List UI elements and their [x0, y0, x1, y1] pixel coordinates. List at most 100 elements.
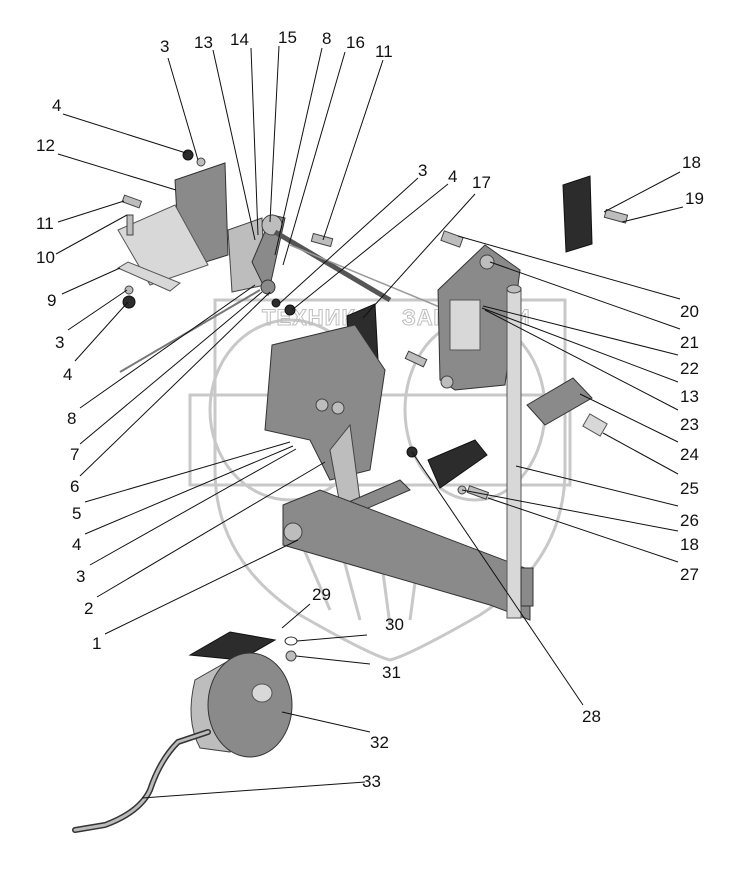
leader-line-13	[481, 307, 679, 383]
leader-line-22	[482, 305, 679, 356]
callout-label-19: 19	[685, 189, 704, 208]
leader-line-6	[79, 291, 271, 477]
leader-line-28	[411, 451, 584, 706]
part-32-winch-drum	[207, 652, 293, 758]
leader-line-12	[57, 153, 177, 191]
part-3-washer-b	[124, 285, 134, 295]
leader-line-5	[84, 441, 291, 503]
leader-line-19	[621, 206, 684, 223]
callout-label-29: 29	[312, 585, 331, 604]
callout-label-30: 30	[385, 615, 404, 634]
part-4-nut-b	[122, 295, 136, 309]
part-1-end-cap	[283, 522, 303, 542]
part-11-bolt	[121, 194, 143, 209]
leader-line-29	[281, 603, 311, 629]
leader-line-8	[274, 47, 323, 256]
leader-line-3	[279, 177, 419, 304]
callout-label-9: 9	[47, 291, 56, 310]
part-9-strip	[116, 261, 181, 292]
callout-label-22: 22	[680, 359, 699, 378]
callout-label-8: 8	[322, 29, 331, 48]
part-32-winch-mount	[188, 631, 277, 661]
callout-label-8: 8	[67, 409, 76, 428]
callout-label-4: 4	[448, 167, 457, 186]
watermark-wheat	[298, 539, 422, 626]
callout-label-2: 2	[84, 599, 93, 618]
callout-label-4: 4	[72, 535, 81, 554]
leader-line-17	[362, 193, 476, 319]
callout-label-3: 3	[160, 37, 169, 56]
part-27-bolt	[466, 485, 490, 500]
leader-line-23	[484, 309, 679, 411]
callout-label-11: 11	[375, 42, 393, 61]
part-21-window	[449, 299, 481, 351]
leader-line-8	[79, 284, 256, 409]
leader-line-30	[296, 634, 368, 642]
parts	[72, 149, 629, 833]
callout-label-13: 13	[194, 33, 213, 52]
callout-label-25: 25	[680, 479, 699, 498]
leader-line-20	[457, 235, 681, 300]
part-21-bushing	[479, 254, 495, 270]
leader-line-14	[250, 47, 259, 236]
callout-label-11: 11	[36, 214, 54, 233]
part-10-bolt	[126, 214, 134, 236]
callout-label-18: 18	[682, 153, 701, 172]
callout-label-27: 27	[680, 565, 699, 584]
part-21-bushing-b	[440, 375, 454, 389]
leader-line-4	[62, 113, 187, 154]
part-19-bolt	[603, 208, 629, 224]
leader-line-3	[167, 57, 199, 161]
callout-label-4: 4	[63, 365, 72, 384]
callout-label-32: 32	[370, 733, 389, 752]
leader-line-11	[57, 200, 125, 223]
part-3-washer-c	[271, 298, 281, 308]
leader-line-26	[515, 465, 679, 507]
leader-line-4	[84, 445, 294, 535]
callout-label-20: 20	[680, 302, 699, 321]
callout-label-12: 12	[36, 136, 55, 155]
part-4-nut	[182, 149, 194, 161]
leader-line-10	[55, 214, 128, 255]
leader-line-3	[67, 289, 128, 331]
callout-label-13: 13	[680, 387, 699, 406]
part-11-bolt-b	[310, 232, 334, 248]
callout-label-17: 17	[472, 173, 491, 192]
part-33-crank-handle	[72, 729, 211, 833]
leader-line-1	[104, 539, 299, 635]
part-26-clamp	[520, 567, 534, 607]
leader-line-2	[96, 461, 326, 598]
part-27-block	[427, 439, 488, 489]
callout-label-15: 15	[278, 28, 297, 47]
part-31-nut	[285, 650, 297, 662]
leader-line-3	[89, 448, 297, 566]
part-bolt-center	[404, 350, 428, 368]
part-26-post	[506, 287, 522, 619]
leader-line-32	[281, 711, 371, 733]
leader-line-13	[212, 49, 256, 241]
leader-line-7	[79, 291, 263, 445]
leader-line-4	[74, 301, 129, 362]
callout-label-23: 23	[680, 415, 699, 434]
callout-label-5: 5	[72, 504, 81, 523]
callout-label-10: 10	[36, 248, 55, 267]
part-20-bolt	[440, 230, 464, 248]
leader-line-27	[487, 497, 679, 563]
callout-label-33: 33	[362, 772, 381, 791]
leader-line-31	[295, 655, 371, 665]
part-5-bolt	[315, 398, 329, 412]
callout-label-26: 26	[680, 511, 699, 530]
part-32-shaft	[251, 683, 273, 703]
leader-line-9	[61, 267, 121, 295]
leader-line-15	[269, 45, 280, 223]
part-24-bracket	[526, 377, 593, 426]
callout-label-6: 6	[70, 477, 79, 496]
callout-label-14: 14	[230, 30, 249, 49]
callout-label-3: 3	[76, 567, 85, 586]
part-4-nut-c	[284, 304, 296, 316]
leader-line-21	[489, 261, 681, 330]
part-1-beam	[282, 489, 531, 621]
part-30-washer	[284, 636, 298, 646]
